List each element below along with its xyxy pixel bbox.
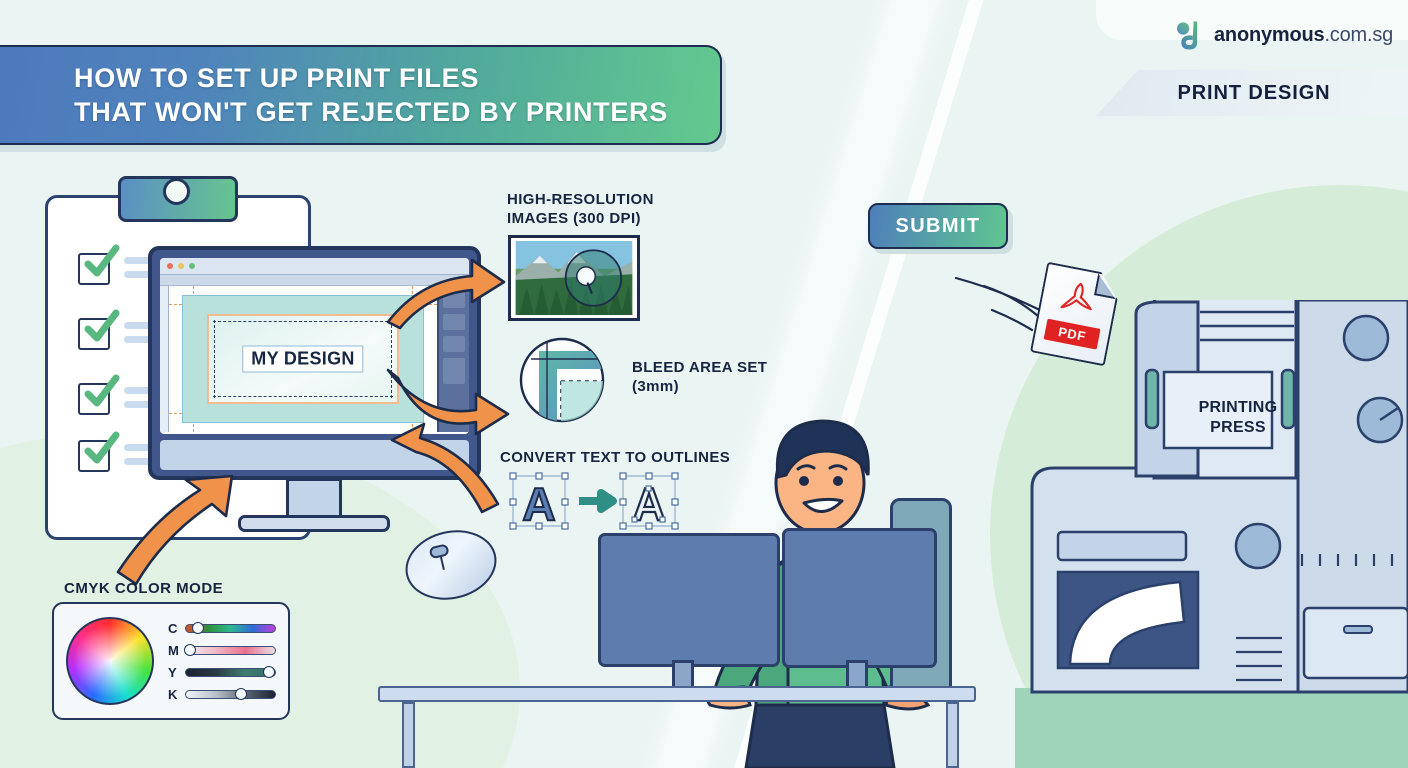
cmyk-title: CMYK COLOR MODE	[64, 580, 224, 597]
desk-leg	[402, 702, 415, 768]
logo-plate	[1096, 0, 1408, 40]
anonymous-a-logo-icon	[1177, 21, 1198, 50]
cyan-slider[interactable]	[185, 622, 276, 634]
check-icon	[84, 309, 120, 342]
category-label: PRINT DESIGN	[1177, 81, 1331, 104]
bleed-area-icon	[519, 337, 605, 423]
curved-arrow-icon	[386, 258, 506, 330]
desk-leg	[946, 702, 959, 768]
desk-surface	[378, 686, 976, 702]
curved-arrow-icon	[390, 422, 500, 514]
title-banner: HOW TO SET UP PRINT FILES THAT WON'T GET…	[0, 45, 722, 145]
maximize-icon[interactable]	[189, 263, 195, 269]
cmyk-panel: C M Y K	[52, 602, 290, 720]
pdf-page: PDF	[1030, 262, 1122, 367]
desk-monitor-right	[782, 528, 937, 668]
cmyk-channel-row: C	[168, 621, 276, 636]
cmyk-sliders: C M Y K	[168, 621, 276, 702]
press-label: PRINTING PRESS	[1198, 399, 1278, 436]
minimize-icon[interactable]	[178, 263, 184, 269]
artboard-label: MY DESIGN	[242, 345, 364, 373]
curved-arrow-icon	[116, 474, 234, 586]
motion-lines-icon	[954, 276, 1046, 332]
channel-label: Y	[168, 664, 177, 680]
design-canvas: MY DESIGN	[160, 286, 469, 432]
cmyk-channel-row: K	[168, 687, 276, 702]
channel-label: M	[168, 642, 179, 658]
text-to-outlines-icon: A A	[509, 472, 679, 531]
callout-bleed-title: BLEED AREA SET (3mm)	[632, 359, 768, 396]
black-slider[interactable]	[185, 688, 276, 700]
callout-hi-res-title: HIGH-RESOLUTION IMAGES (300 DPI)	[507, 191, 654, 228]
yellow-slider[interactable]	[185, 666, 276, 678]
magenta-slider[interactable]	[184, 644, 276, 656]
hi-res-photo-frame	[508, 235, 640, 321]
check-icon	[84, 244, 120, 277]
monitor-screen: MY DESIGN	[160, 258, 469, 434]
color-wheel-icon[interactable]	[66, 617, 154, 705]
printing-press-icon	[1030, 300, 1408, 694]
page-title-line1: HOW TO SET UP PRINT FILES	[74, 62, 480, 93]
brand-name-text: anonymous	[1214, 24, 1325, 46]
artboard-wrap: MY DESIGN	[169, 286, 437, 432]
brand-name: anonymous.com.sg	[1214, 24, 1393, 47]
mountain-photo-art	[515, 241, 633, 315]
brand-tld: .com.sg	[1324, 24, 1394, 46]
slider-knob[interactable]	[184, 644, 197, 656]
tool-panel	[437, 286, 469, 432]
channel-label: K	[168, 686, 178, 702]
cmyk-channel-row: Y	[168, 665, 276, 680]
callout-outlines-title: CONVERT TEXT TO OUTLINES	[500, 449, 731, 466]
adobe-logo-icon	[1052, 274, 1105, 322]
monitor-neck	[286, 478, 342, 520]
slider-knob[interactable]	[191, 622, 204, 634]
page-title-line2: THAT WON'T GET REJECTED BY PRINTERS	[74, 97, 668, 127]
letter-filled: A	[522, 478, 555, 530]
mountain-photo	[514, 241, 634, 315]
slider-knob[interactable]	[262, 666, 275, 678]
brand-logo[interactable]: anonymous.com.sg	[1170, 18, 1393, 53]
curved-arrow-icon	[386, 368, 510, 436]
check-icon	[84, 431, 120, 464]
desk-monitor-left	[598, 533, 780, 667]
pdf-file-icon: PDF	[1030, 262, 1122, 367]
check-icon	[84, 374, 120, 407]
mouse-button-divider	[439, 556, 445, 570]
close-icon[interactable]	[167, 263, 173, 269]
app-window-titlebar	[160, 258, 469, 275]
cmyk-channel-row: M	[168, 643, 276, 658]
monitor-base	[238, 515, 390, 532]
slider-knob[interactable]	[235, 688, 248, 700]
submit-button[interactable]: SUBMIT	[868, 203, 1008, 249]
canvas-ruler	[160, 286, 169, 432]
press-floor	[1015, 688, 1408, 768]
clipboard-ring	[163, 178, 190, 205]
app-toolbar	[160, 275, 469, 286]
channel-label: C	[168, 620, 178, 636]
category-bar	[1096, 70, 1408, 116]
